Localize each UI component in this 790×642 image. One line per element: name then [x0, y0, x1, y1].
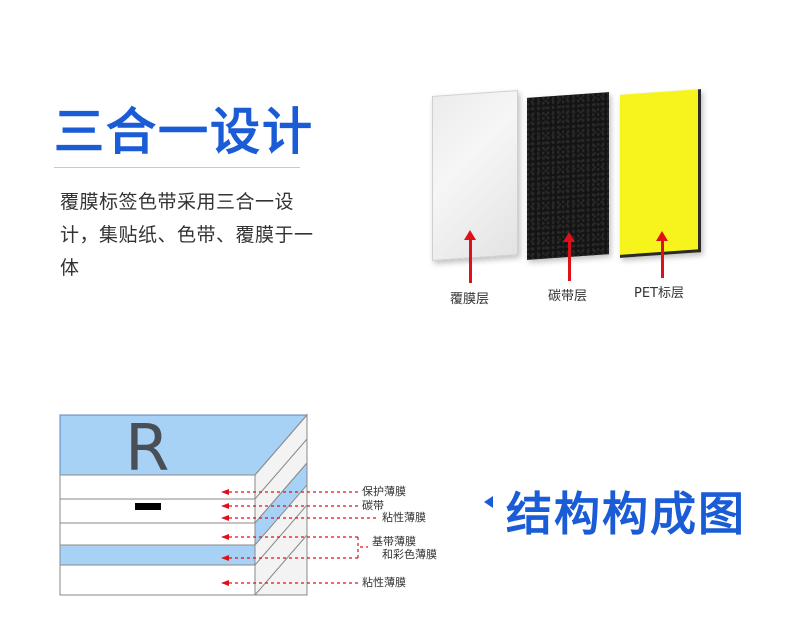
arrow-stem [469, 239, 472, 283]
arrow-stem [568, 241, 571, 281]
side-color-band [254, 461, 308, 547]
red-arrow-icon [221, 503, 229, 509]
label-protective-film: 保护薄膜 [362, 484, 406, 498]
title-divider [54, 167, 300, 168]
front-layer-1 [59, 474, 256, 500]
red-arrow-icon [221, 580, 229, 586]
layer-label-pet: PET标层 [634, 286, 684, 301]
red-arrow-icon [656, 231, 668, 241]
red-arrow-icon [563, 232, 575, 242]
page-title: 三合一设计 [54, 103, 314, 161]
triangle-left-icon [484, 496, 493, 508]
label-adhesive-film-top: 粘性薄膜 [382, 510, 426, 524]
red-arrow-icon [221, 534, 229, 540]
arrow-stem [661, 240, 664, 278]
red-arrow-icon [464, 230, 476, 240]
label-base-film: 基带薄膜 [372, 534, 416, 548]
layer-label-ribbon: 碳带层 [548, 289, 588, 304]
red-arrow-icon [221, 489, 229, 495]
red-arrow-icon [221, 555, 229, 561]
label-color-film: 和彩色薄膜 [382, 547, 437, 561]
label-ribbon: 碳带 [362, 498, 384, 512]
front-layer-3 [59, 522, 256, 546]
structure-diagram: R 保护薄膜 碳带 粘性薄膜 基带薄膜 和彩色薄膜 粘性薄膜 [59, 412, 437, 596]
structure-title: 结构构成图 [506, 487, 746, 541]
front-layer-color [59, 544, 256, 566]
feature-description: 覆膜标签色带采用三合一设计，集贴纸、色带、覆膜于一体 [60, 191, 314, 279]
red-arrow-icon [221, 515, 229, 521]
ribbon-chip [135, 503, 161, 510]
label-adhesive-film-bottom: 粘性薄膜 [362, 575, 406, 589]
diagram-letter: R [125, 412, 169, 486]
layer-label-laminate: 覆膜层 [450, 292, 490, 307]
front-layer-base [59, 564, 256, 596]
